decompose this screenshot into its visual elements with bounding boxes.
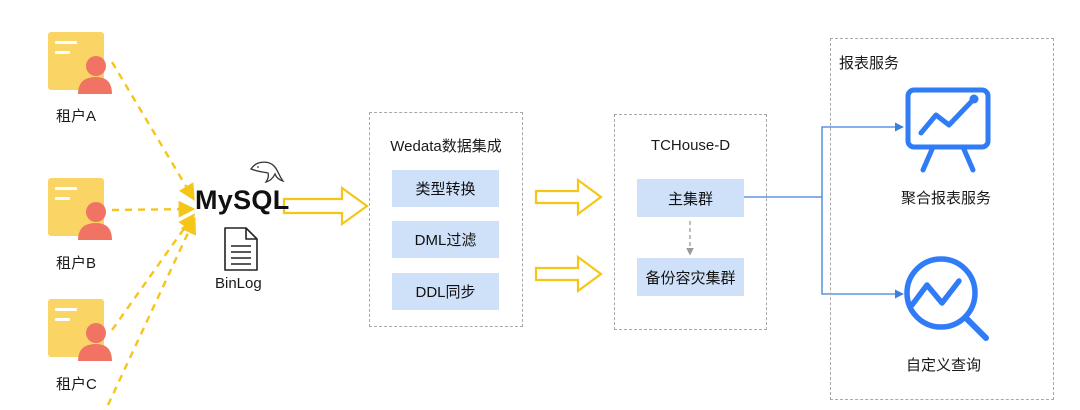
reporting-box: 报表服务 [830, 38, 1054, 400]
backup-cluster: 备份容灾集群 [637, 258, 744, 296]
wedata-to-tchouse-arrow-2 [534, 254, 603, 294]
step-type-conversion: 类型转换 [392, 170, 499, 207]
wedata-to-tchouse-arrow-1 [534, 177, 603, 217]
wedata-integration-box: Wedata数据集成 [369, 112, 523, 327]
tenant-b-arrow [111, 200, 196, 218]
tenant-card-icon [48, 32, 112, 94]
custom-query-label: 自定义查询 [906, 357, 982, 374]
dolphin-icon [250, 161, 285, 184]
wedata-title: Wedata数据集成 [390, 138, 502, 155]
tenant-a-label: 租户A [56, 108, 97, 125]
presentation-chart-icon [905, 87, 991, 173]
tenant-c-label: 租户C [56, 376, 97, 393]
binlog-label: BinLog [215, 275, 262, 292]
step-ddl-sync: DDL同步 [392, 273, 499, 310]
primary-cluster: 主集群 [637, 179, 744, 217]
aggregate-report-label: 聚合报表服务 [901, 190, 992, 207]
tenant-extra-arrow [106, 216, 196, 406]
tenant-a-arrow [110, 61, 195, 201]
document-icon [224, 227, 258, 271]
tenant-b-label: 租户B [56, 255, 97, 272]
primary-to-report-connector [744, 122, 904, 198]
step-dml-filter: DML过滤 [392, 221, 499, 258]
tchouse-title: TCHouse-D [650, 137, 731, 154]
mysql-to-wedata-arrow [282, 185, 369, 227]
tenant-c-arrow [111, 213, 195, 331]
tenant-card-icon [48, 299, 112, 361]
tchouse-box: TCHouse-D [614, 114, 767, 330]
tenant-card-icon [48, 178, 112, 240]
mysql-logo-text: MySQL [195, 185, 290, 215]
primary-to-query-connector [821, 197, 904, 299]
reporting-title: 报表服务 [839, 55, 900, 72]
search-chart-icon [904, 256, 989, 341]
